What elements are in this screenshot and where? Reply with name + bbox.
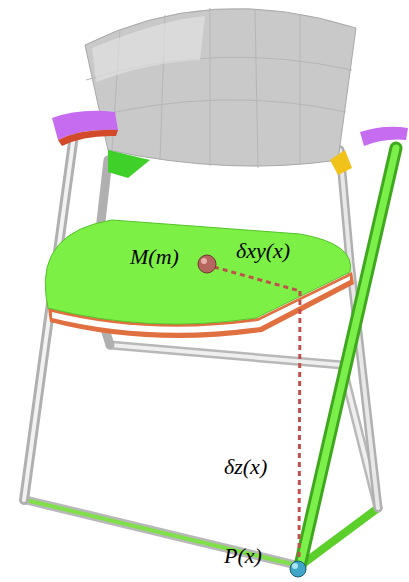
- point-label: M(m): [130, 244, 179, 270]
- point-label: δxy(x): [236, 238, 290, 264]
- point-label: P(x): [224, 543, 262, 569]
- point-label: δz(x): [224, 454, 267, 480]
